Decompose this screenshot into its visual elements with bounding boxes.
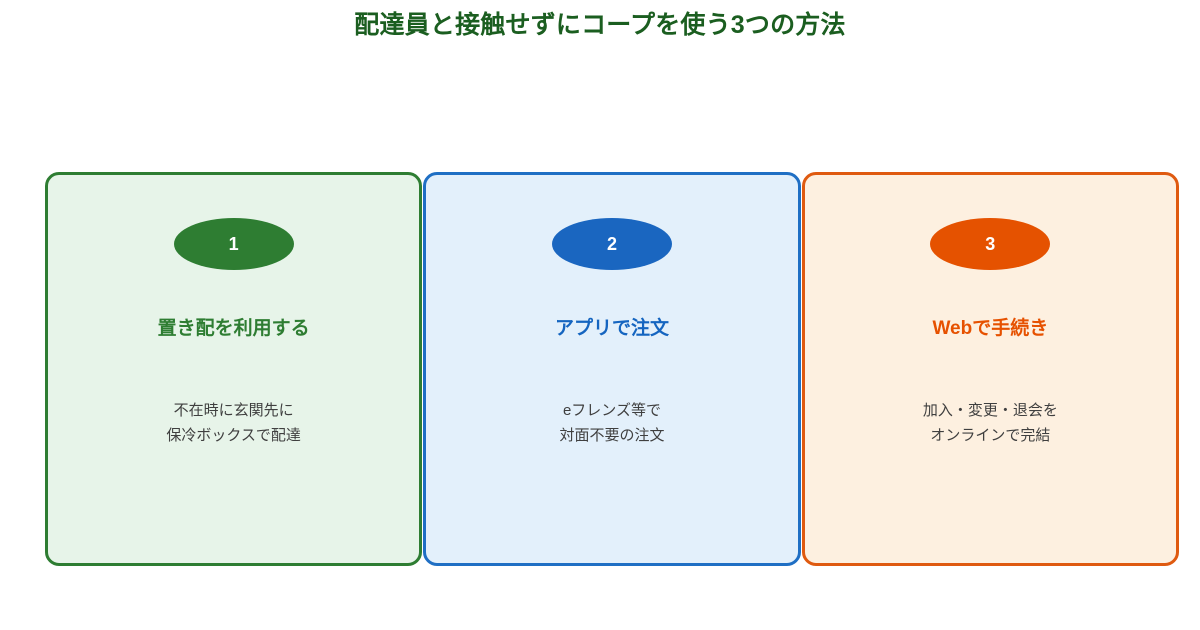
description-line-1: 不在時に玄関先に [173, 402, 294, 419]
method-card-description-2: eフレンズ等で 対面不要の注文 [559, 398, 664, 448]
method-card-2[interactable]: 2 アプリで注文 eフレンズ等で 対面不要の注文 [423, 172, 801, 566]
step-number-label: 1 [228, 234, 239, 254]
page-title: 配達員と接触せずにコープを使う3つの方法 [354, 11, 846, 39]
method-card-1[interactable]: 1 置き配を利用する 不在時に玄関先に 保冷ボックスで配達 [45, 172, 423, 566]
step-number-label: 3 [985, 234, 996, 254]
method-card-description-3: 加入・変更・退会を オンラインで完結 [923, 398, 1058, 448]
description-line-1: 加入・変更・退会を [922, 402, 1058, 419]
step-number-label: 2 [606, 234, 617, 254]
description-line-2: オンラインで完結 [930, 427, 1051, 444]
step-number-badge-1: 1 [173, 218, 294, 270]
methods-card-row: 1 置き配を利用する 不在時に玄関先に 保冷ボックスで配達 2 アプリで注文 e… [45, 172, 1179, 566]
method-card-description-1: 不在時に玄関先に 保冷ボックスで配達 [166, 398, 301, 448]
method-card-heading-3: Webで手続き [932, 318, 1049, 339]
description-line-2: 保冷ボックスで配達 [166, 427, 301, 444]
step-number-badge-3: 3 [930, 218, 1051, 270]
method-card-heading-2: アプリで注文 [554, 318, 669, 339]
description-line-2: 対面不要の注文 [559, 427, 665, 444]
method-card-3[interactable]: 3 Webで手続き 加入・変更・退会を オンラインで完結 [801, 172, 1179, 566]
step-number-badge-2: 2 [551, 218, 672, 270]
method-card-heading-1: 置き配を利用する [157, 318, 310, 339]
description-line-1: eフレンズ等で [562, 402, 662, 419]
